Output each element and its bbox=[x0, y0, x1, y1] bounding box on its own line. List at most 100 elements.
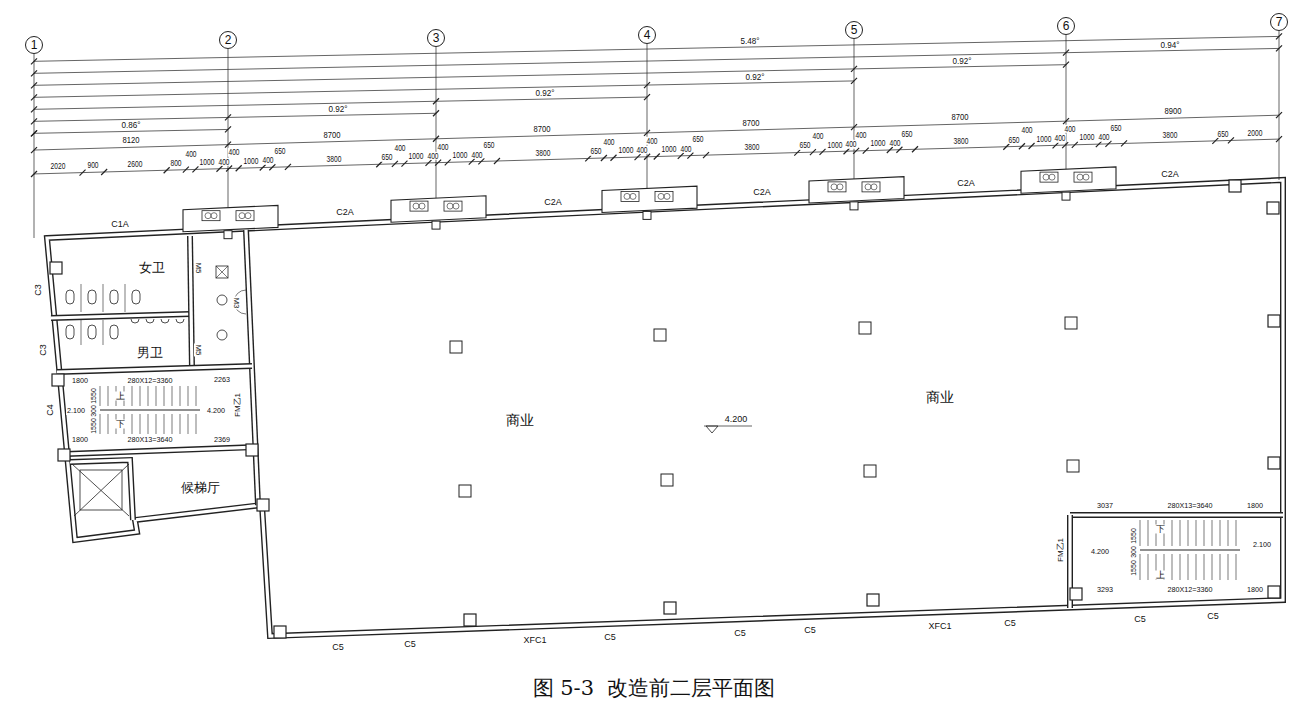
ac-fan bbox=[205, 213, 211, 219]
stair-tread bbox=[140, 414, 141, 434]
column bbox=[1268, 457, 1280, 469]
dimension-tick bbox=[654, 154, 660, 160]
stair-tread bbox=[1140, 554, 1141, 580]
dimension-tick bbox=[183, 167, 189, 173]
column bbox=[654, 329, 666, 341]
dimension-tick bbox=[794, 150, 800, 156]
detail-dimension: 2000 bbox=[1247, 129, 1263, 138]
ac-fan bbox=[453, 203, 459, 209]
dimension-tick bbox=[1053, 142, 1059, 148]
stair-tread bbox=[172, 386, 173, 406]
stair-tread bbox=[1220, 554, 1221, 580]
axis-line bbox=[854, 39, 855, 201]
window-tag: C3 bbox=[34, 283, 43, 297]
ac-fan bbox=[1043, 174, 1049, 180]
detail-dimension: 400 bbox=[855, 131, 868, 140]
dimension-tick bbox=[1019, 143, 1025, 149]
stair-handrail bbox=[100, 410, 200, 411]
level-value: 4.200 bbox=[1090, 548, 1110, 556]
window-tag: C5 bbox=[1133, 614, 1147, 623]
detail-dimension: 400 bbox=[393, 143, 406, 152]
column bbox=[664, 602, 676, 614]
detail-dimension: 3800 bbox=[325, 154, 341, 163]
wall bbox=[57, 366, 252, 372]
stair-handrail bbox=[1140, 550, 1240, 551]
dimension-tick bbox=[851, 66, 857, 72]
column bbox=[464, 614, 476, 626]
sink-cross bbox=[216, 266, 228, 278]
ac-fan bbox=[664, 193, 670, 199]
dimension-tick bbox=[887, 147, 893, 153]
wall-core bbox=[1070, 513, 1283, 516]
axis-line bbox=[1066, 35, 1067, 191]
wall bbox=[66, 447, 257, 454]
dimension-tick bbox=[433, 110, 439, 116]
ac-fan bbox=[630, 193, 636, 199]
stair-dimension: 1800 bbox=[1246, 502, 1264, 510]
stair-dimension: 1550 bbox=[1130, 559, 1137, 577]
column bbox=[1268, 586, 1280, 598]
room-name: 男卫 bbox=[136, 346, 164, 359]
column bbox=[1268, 315, 1280, 327]
ac-unit bbox=[621, 191, 639, 201]
detail-dimension: 1000 bbox=[617, 146, 633, 155]
stair-tread bbox=[1220, 520, 1221, 546]
axis-circle: 7 bbox=[1270, 13, 1288, 31]
detail-dimension: 1000 bbox=[199, 158, 215, 167]
ac-fan bbox=[658, 193, 664, 199]
dimension-tick bbox=[1276, 136, 1282, 142]
column bbox=[246, 444, 258, 456]
stair-tread bbox=[108, 386, 109, 406]
column bbox=[224, 231, 232, 239]
column bbox=[50, 262, 62, 274]
axis-number: 1 bbox=[31, 39, 38, 51]
dimension-tick bbox=[225, 126, 231, 132]
dimension-tick bbox=[433, 136, 439, 142]
stair-tread bbox=[1228, 554, 1229, 580]
ac-fan bbox=[831, 184, 837, 190]
dimension-tick bbox=[164, 167, 170, 173]
stair-tread bbox=[100, 414, 101, 434]
axis-circle: 3 bbox=[427, 29, 445, 47]
dimension-tick bbox=[1228, 137, 1234, 143]
stair-dimension: 1550 bbox=[1130, 527, 1137, 545]
dimension-line bbox=[34, 81, 854, 97]
angle-dimension: 0.92° bbox=[535, 89, 556, 98]
detail-dimension: 900 bbox=[87, 161, 100, 170]
ac-platform bbox=[391, 196, 486, 222]
stair-tread bbox=[156, 386, 157, 406]
stair-dimension: 280X13=3640 bbox=[1167, 502, 1214, 510]
window-tag: C5 bbox=[733, 628, 747, 637]
detail-dimension: 3800 bbox=[534, 148, 550, 157]
dimension-tick bbox=[433, 98, 439, 104]
toilet-fixture bbox=[88, 290, 96, 304]
dimension-tick bbox=[445, 159, 451, 165]
dimension-tick bbox=[225, 114, 231, 120]
dimension-tick bbox=[912, 146, 918, 152]
detail-dimension: 650 bbox=[483, 141, 496, 150]
detail-dimension: 400 bbox=[470, 150, 483, 159]
wall-core bbox=[190, 236, 192, 370]
dimension-line bbox=[34, 115, 1279, 150]
axis-circle: 5 bbox=[845, 21, 863, 39]
dimension-tick bbox=[236, 165, 242, 171]
stair-tread bbox=[1236, 554, 1237, 580]
urinal bbox=[131, 319, 139, 323]
dimension-tick bbox=[844, 148, 850, 154]
detail-dimension: 400 bbox=[1054, 134, 1067, 143]
level-value: 2.100 bbox=[1252, 541, 1272, 549]
dimension-tick bbox=[1072, 142, 1078, 148]
detail-dimension: 3800 bbox=[952, 137, 968, 146]
window-tag: C5 bbox=[331, 642, 345, 651]
dimension-tick bbox=[478, 158, 484, 164]
angle-dimension: 0.94° bbox=[1160, 40, 1181, 49]
axis-dimension: 8700 bbox=[741, 118, 760, 127]
detail-dimension: 400 bbox=[1064, 125, 1077, 134]
axis-dimension: 8700 bbox=[951, 113, 970, 122]
window-tag: C2A bbox=[543, 198, 563, 207]
stair-tread bbox=[140, 386, 141, 406]
stair-tread bbox=[1212, 520, 1213, 546]
dimension-tick bbox=[260, 165, 266, 171]
dimension-tick bbox=[687, 153, 693, 159]
dimension-tick bbox=[225, 142, 231, 148]
